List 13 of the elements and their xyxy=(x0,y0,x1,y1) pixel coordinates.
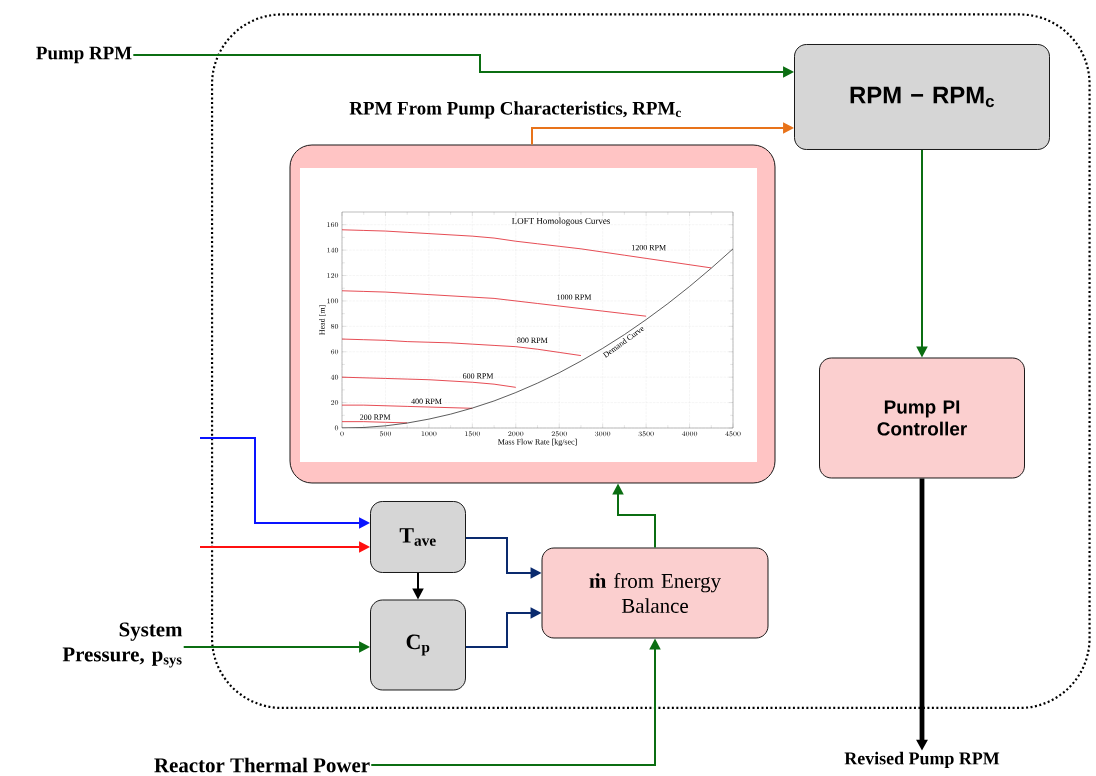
input-label: Reactor Thermal Power xyxy=(154,757,370,773)
process-box: T$_{ave}$ xyxy=(370,501,466,573)
panel-heading: RPM From Pump Characteristics, RPM$_{c}$ xyxy=(349,101,681,119)
input-label: System Pressure, p$_{sys}$ xyxy=(62,622,183,668)
process-box: C$_{p}$ xyxy=(370,599,466,691)
input-label: Pump RPM xyxy=(36,46,132,64)
chart-title: LOFT Homologous Curves xyxy=(511,217,610,226)
line-series xyxy=(342,338,582,356)
controller-box: Pump PI Controller xyxy=(819,357,1025,479)
process-box: RPM − RPM$_{c}$ xyxy=(794,44,1050,150)
process-box: ṁ from Energy Balance xyxy=(541,547,769,639)
output-label: Revised Pump RPM xyxy=(844,751,1000,769)
dotted-boundary xyxy=(210,13,1091,710)
